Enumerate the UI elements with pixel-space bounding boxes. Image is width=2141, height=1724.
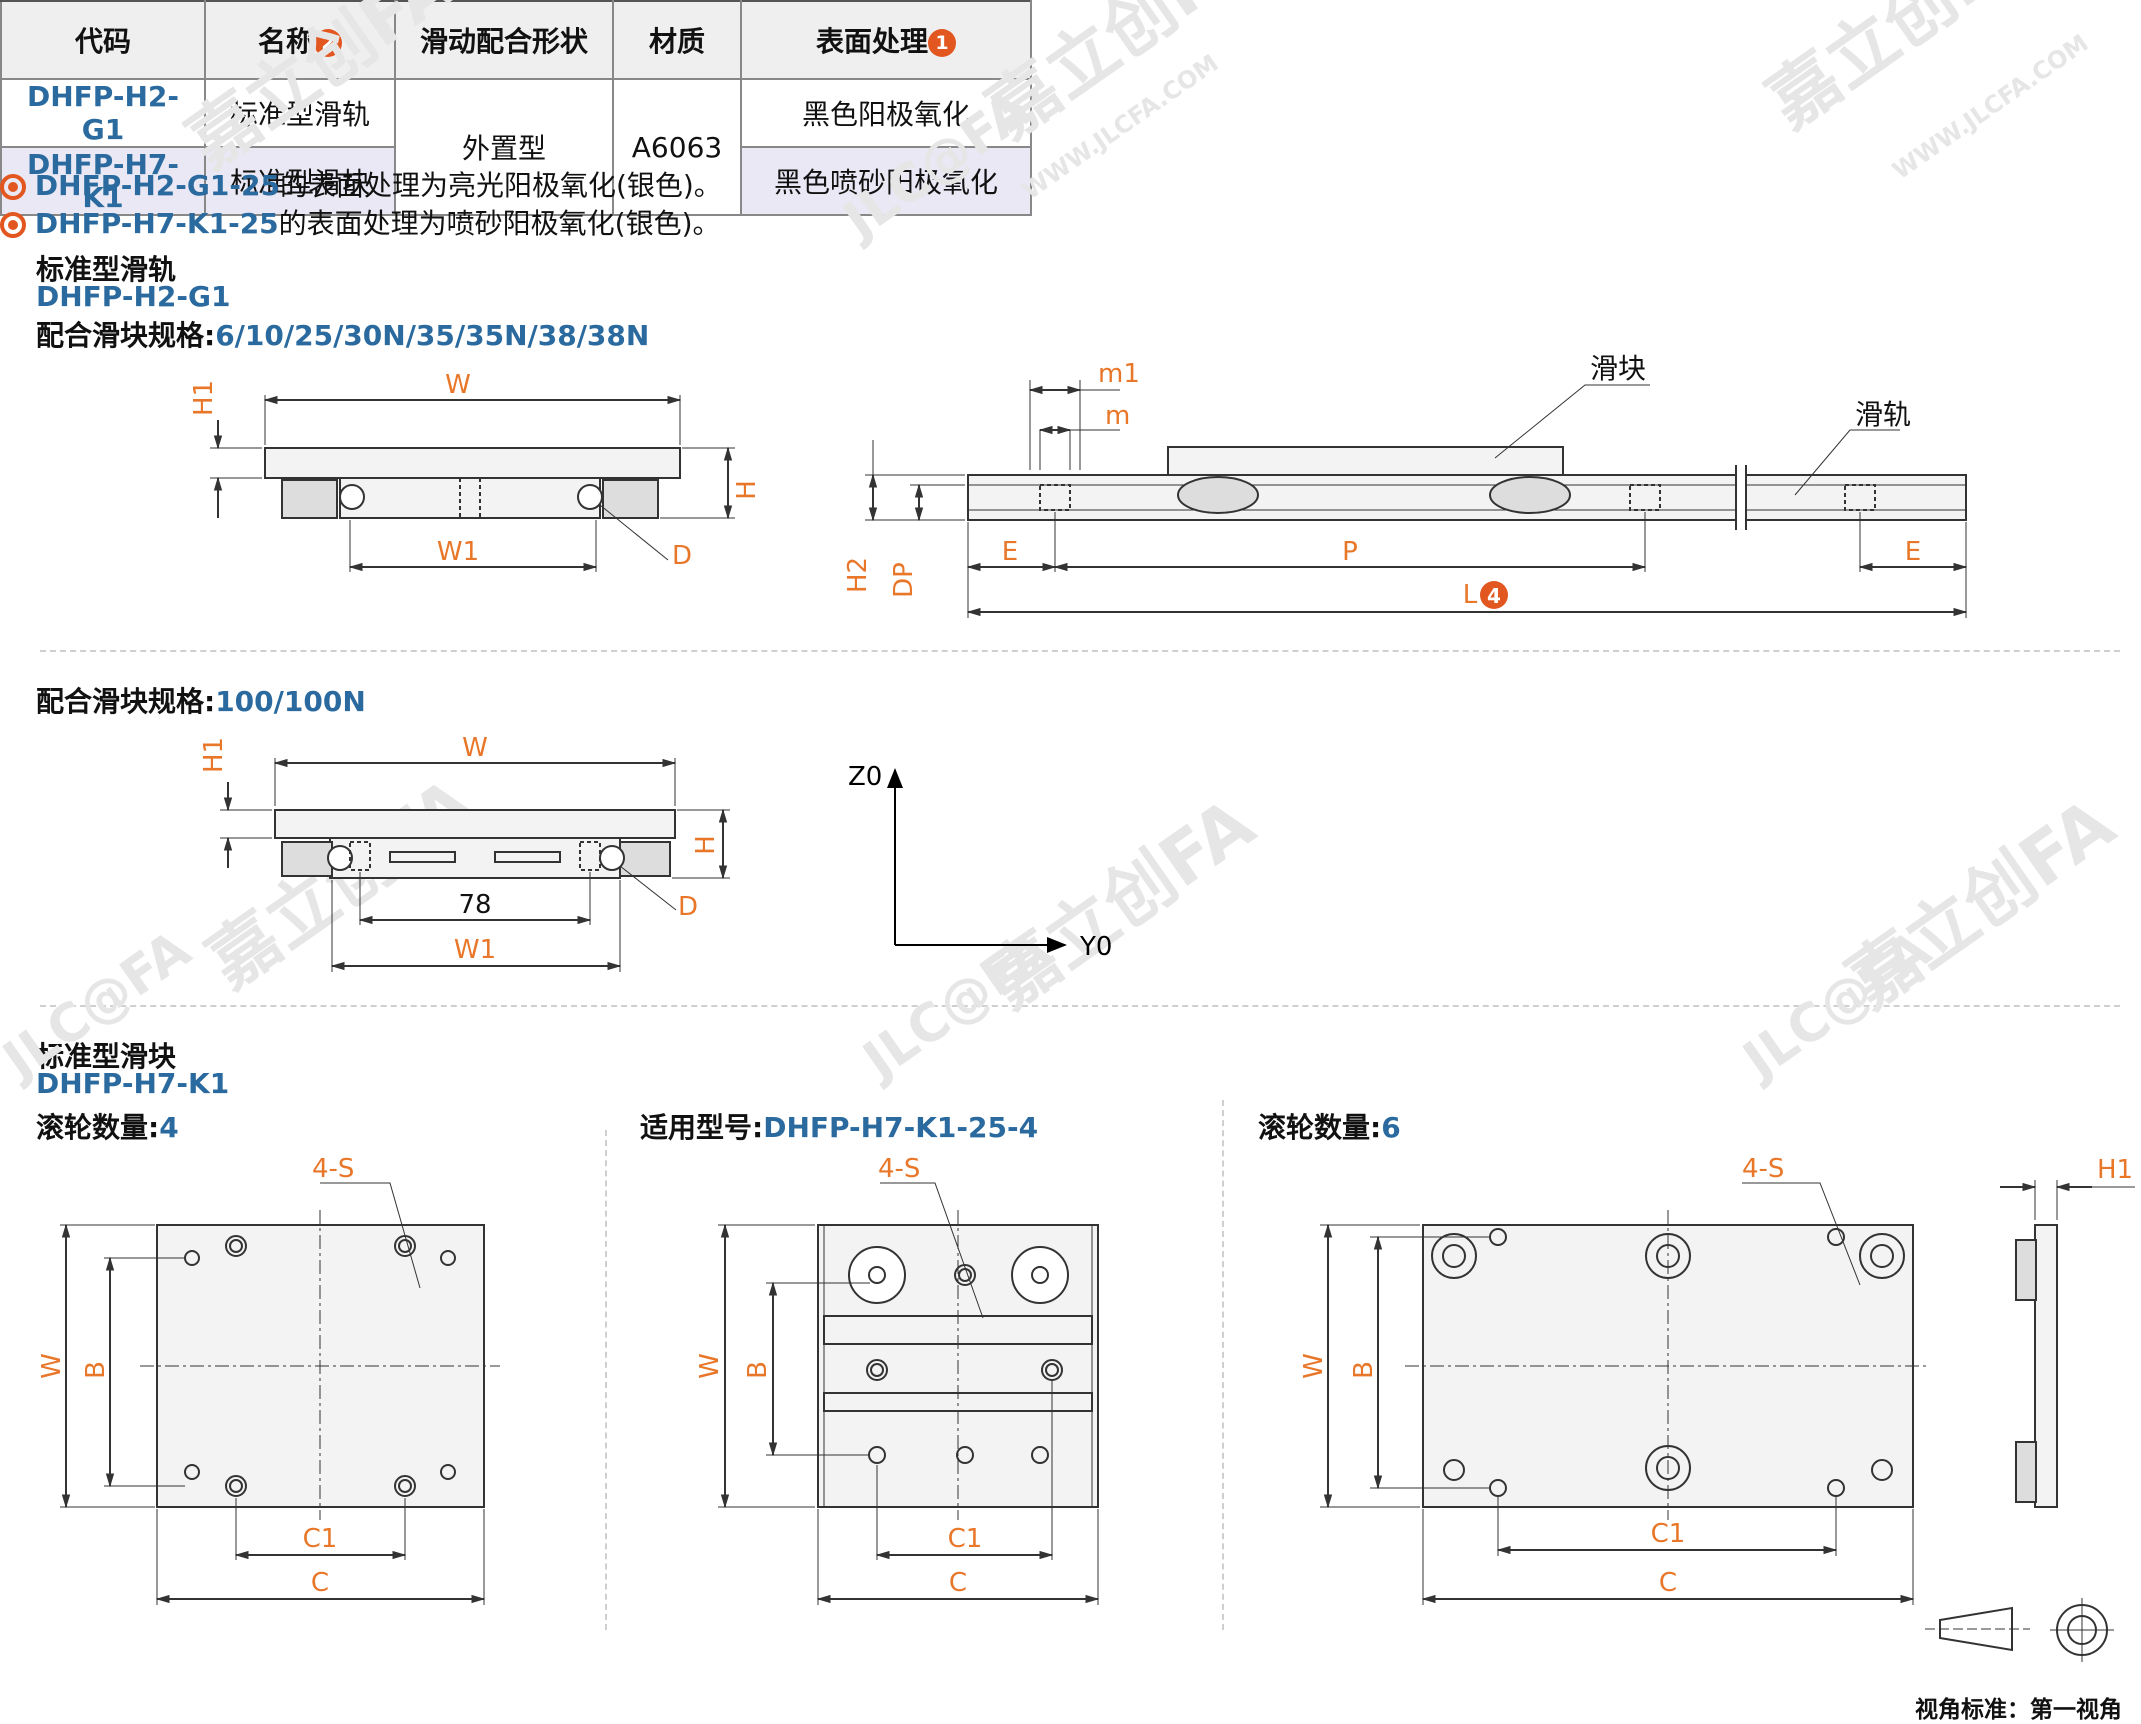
- axis-z0: Z0: [848, 762, 882, 792]
- dim-E: E: [1905, 537, 1921, 567]
- rail-spec1: 配合滑块规格:6/10/25/30N/35/35N/38/38N: [36, 319, 650, 352]
- L-badge: 4: [1487, 584, 1501, 608]
- dim-C: C: [949, 1568, 967, 1598]
- header-material: 材质: [612, 0, 742, 80]
- block-view-25-4: [718, 1182, 1100, 1605]
- block-col2-label: 适用型号:DHFP-H7-K1-25-4: [640, 1111, 1039, 1144]
- table-row: DHFP-H2-G1 标准型滑轨 外置型 A6063 黑色阳极氧化: [0, 78, 1032, 216]
- note-line: DHFP-H2-G1-25的表面处理为亮光阳极氧化(银色)。: [0, 164, 722, 204]
- dim-H: H: [691, 835, 721, 855]
- dim-L: L: [1463, 580, 1478, 610]
- dim-W: W: [37, 1353, 67, 1379]
- dim-W: W: [462, 733, 488, 763]
- watermark-text: JLC@FA: [1731, 920, 1942, 1093]
- row-material: A6063: [612, 78, 742, 216]
- table-row: DHFP-H7-K1 标准型滑块 黑色喷砂阳极氧化: [0, 146, 1032, 216]
- dim-H2: H2: [843, 557, 873, 593]
- block-view-6: [1320, 1180, 2135, 1662]
- dim-P: P: [1342, 537, 1358, 567]
- dim-C: C: [1659, 1568, 1677, 1598]
- rail-code: DHFP-H2-G1: [36, 280, 231, 313]
- note-line: DHFP-H7-K1-25的表面处理为喷砂阳极氧化(银色)。: [0, 202, 721, 242]
- dim-C1: C1: [303, 1524, 338, 1554]
- divider: [1222, 1100, 1224, 1630]
- dim-W: W: [445, 370, 471, 400]
- axis-arrows: [887, 768, 1067, 953]
- name-badge: 2: [314, 29, 342, 57]
- axis-y0: Y0: [1079, 932, 1112, 962]
- watermark-text: JLC@FA: [0, 920, 201, 1093]
- dim-E: E: [1002, 537, 1018, 567]
- dim-B: B: [743, 1361, 773, 1379]
- dim-H: H: [732, 480, 762, 500]
- rail-section-view: [210, 395, 735, 572]
- block-view-4: [60, 1182, 500, 1605]
- block-col1-label: 滚轮数量:4: [36, 1111, 179, 1144]
- watermark-text: 嘉立创FA: [193, 762, 489, 1004]
- dim-W: W: [1299, 1353, 1329, 1379]
- row-code: DHFP-H2-G1: [0, 78, 206, 148]
- dim-78: 78: [458, 890, 491, 920]
- finish-badge: 1: [928, 29, 956, 57]
- label-rail: 滑轨: [1855, 398, 1911, 431]
- divider: [40, 650, 2120, 652]
- dim-D: D: [678, 892, 698, 922]
- dim-D: D: [672, 541, 692, 571]
- dim-C1: C1: [1651, 1519, 1686, 1549]
- dim-B: B: [1349, 1361, 1379, 1379]
- dim-B: B: [81, 1361, 111, 1379]
- divider: [40, 1005, 2120, 1007]
- label-slider: 滑块: [1590, 352, 1646, 385]
- dim-H1: H1: [199, 737, 229, 773]
- header-code: 代码: [0, 0, 206, 80]
- dim-DP: DP: [889, 562, 919, 598]
- row-code: DHFP-H7-K1: [0, 146, 206, 216]
- note-bullet-icon: [0, 174, 26, 200]
- row-name: 标准型滑块: [204, 146, 396, 216]
- dim-W1: W1: [454, 935, 496, 965]
- note-bullet-icon: [0, 212, 26, 238]
- row-finish: 黑色喷砂阳极氧化: [740, 146, 1032, 216]
- row-name: 标准型滑轨: [204, 78, 396, 148]
- block-title: 标准型滑块: [36, 1040, 177, 1073]
- view-standard: 视角标准：第一视角: [1915, 1697, 2122, 1723]
- dim-4S: 4-S: [1742, 1154, 1784, 1184]
- dim-C1: C1: [948, 1524, 983, 1554]
- dim-W1: W1: [437, 537, 479, 567]
- dim-m1: m1: [1098, 359, 1140, 389]
- rail-title: 标准型滑轨: [36, 253, 177, 286]
- watermark-text: 嘉立创FA: [1753, 0, 2049, 144]
- divider: [605, 1130, 607, 1630]
- block-code: DHFP-H7-K1: [36, 1067, 230, 1100]
- dim-m: m: [1105, 401, 1130, 431]
- block-col3-label: 滚轮数量:6: [1258, 1111, 1401, 1144]
- rail-spec2: 配合滑块规格:100/100N: [36, 685, 366, 718]
- dim-4S: 4-S: [878, 1154, 920, 1184]
- dim-W: W: [695, 1353, 725, 1379]
- row-finish: 黑色阳极氧化: [740, 78, 1032, 148]
- watermark: JLC@FA 嘉立创FA WWW.JLCFA.COM 嘉立创FA WWW.JLC…: [0, 0, 2129, 1092]
- rail-side-view: [865, 380, 1968, 618]
- dim-H1: H1: [189, 380, 219, 416]
- watermark-text: 嘉立创FA: [173, 0, 469, 184]
- L-badge-icon: [1480, 581, 1508, 609]
- dim-C: C: [311, 1568, 329, 1598]
- row-shape: 外置型: [394, 78, 614, 216]
- rail-section-view-100: [220, 758, 730, 972]
- dim-4S: 4-S: [312, 1154, 354, 1184]
- header-shape: 滑动配合形状: [394, 0, 614, 80]
- dim-H1: H1: [2097, 1155, 2133, 1185]
